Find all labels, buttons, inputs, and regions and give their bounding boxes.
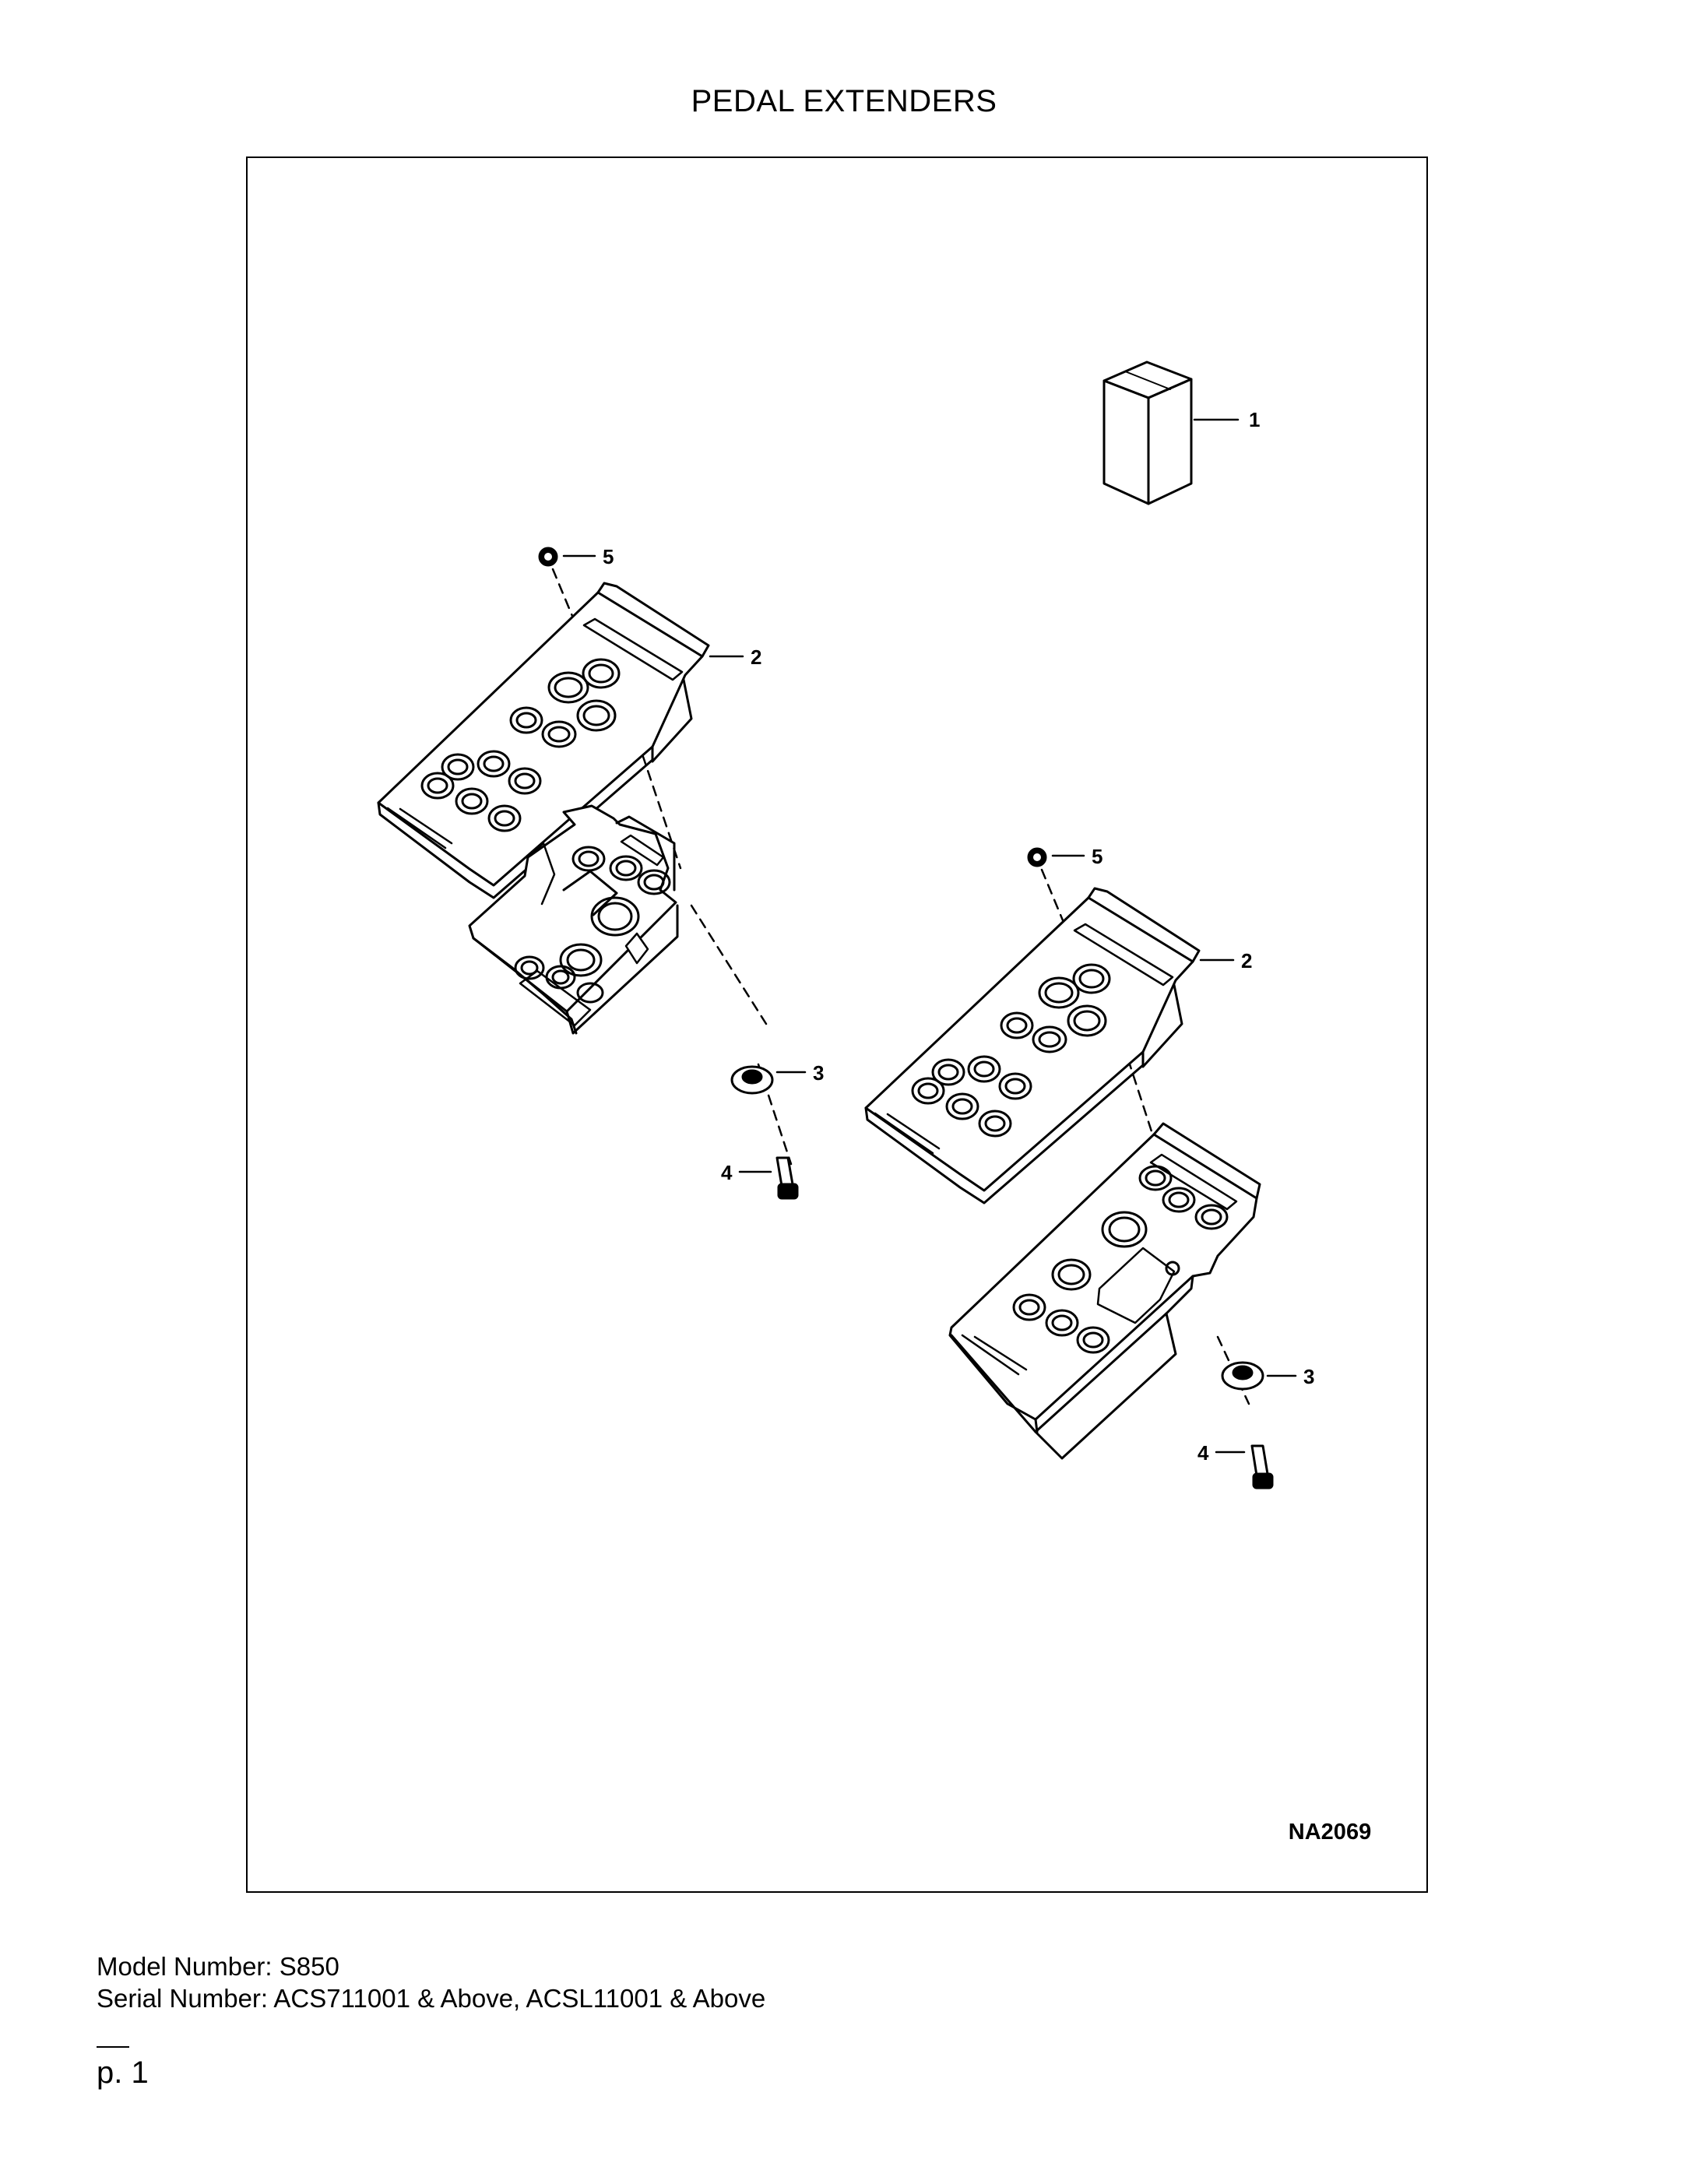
item-1-kit-box — [1102, 360, 1240, 505]
right-lower-pedal-bracket — [948, 1122, 1261, 1460]
drawing-id: NA2069 — [1289, 1820, 1371, 1845]
callout-1: 1 — [1249, 408, 1260, 431]
exploded-parts-diagram: 1 5 — [377, 360, 1371, 1845]
page-number: p. 1 — [97, 2056, 149, 2090]
left-callout-4: 4 — [721, 1161, 733, 1184]
right-item-3-washer — [1221, 1361, 1297, 1391]
right-item-5-nut — [1027, 847, 1085, 867]
left-callout-5: 5 — [603, 545, 614, 568]
right-item-4-bolt — [1215, 1444, 1274, 1489]
right-callout-4: 4 — [1197, 1441, 1209, 1465]
left-callout-3: 3 — [813, 1061, 824, 1085]
right-item-2-pedal-extender — [864, 887, 1235, 1205]
left-item-2-pedal-extender — [377, 582, 744, 899]
left-item-3-washer — [730, 1065, 807, 1095]
left-item-4-bolt — [738, 1156, 799, 1200]
model-serial-info: Model Number: S850 Serial Number: ACS711… — [97, 1950, 765, 2014]
model-number-line: Model Number: S850 — [97, 1952, 339, 1981]
left-lower-pedal-bracket — [468, 804, 679, 1035]
left-item-5-nut — [538, 547, 596, 567]
left-callout-2: 2 — [751, 645, 761, 669]
right-callout-5: 5 — [1092, 845, 1102, 868]
right-callout-2: 2 — [1241, 949, 1252, 972]
page-title: PEDAL EXTENDERS — [691, 84, 997, 118]
serial-number-line: Serial Number: ACS711001 & Above, ACSL11… — [97, 1984, 766, 2013]
page-number-rule — [97, 2046, 129, 2048]
right-callout-3: 3 — [1303, 1365, 1314, 1388]
parts-illustration-frame: 1 5 — [246, 157, 1428, 1893]
